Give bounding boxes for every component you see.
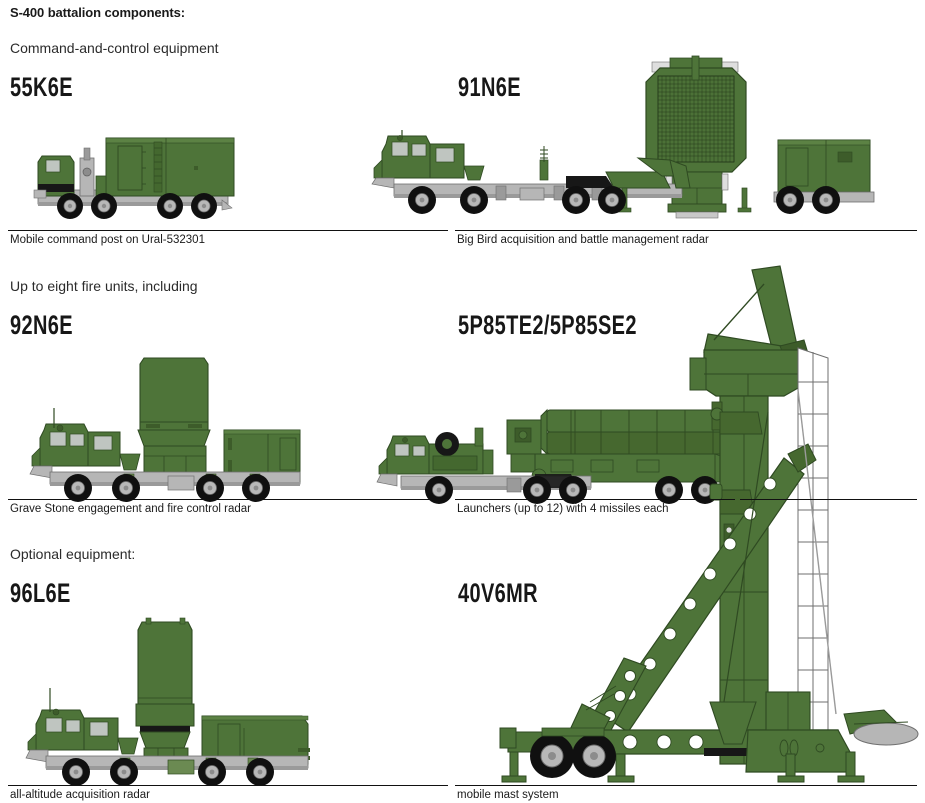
caption-91n6e: Big Bird acquisition and battle manageme… bbox=[457, 234, 709, 246]
mast-ladder bbox=[797, 347, 829, 733]
model-name-96l6e: 96L6E bbox=[10, 578, 71, 608]
vehicle-illustration-96l6e bbox=[22, 608, 322, 786]
page-title: S-400 battalion components: bbox=[10, 5, 185, 20]
divider-row1-left bbox=[8, 230, 448, 231]
divider-row3-right bbox=[455, 785, 917, 786]
caption-92n6e: Grave Stone engagement and fire control … bbox=[10, 503, 252, 515]
vehicle-illustration-5p85te2 bbox=[375, 398, 735, 506]
caption-40v6mr: mobile mast system bbox=[457, 789, 559, 801]
divider-row2-left bbox=[8, 499, 448, 500]
model-name-55k6e: 55K6E bbox=[10, 72, 73, 102]
divider-row1-right bbox=[455, 230, 917, 231]
divider-row2-right-tail bbox=[740, 499, 917, 500]
model-name-5p85te2: 5P85TE2/5P85SE2 bbox=[458, 310, 637, 340]
divider-row3-left bbox=[8, 785, 448, 786]
vehicle-illustration-91n6e bbox=[370, 48, 890, 230]
caption-5p85te2: Launchers (up to 12) with 4 missiles eac… bbox=[457, 503, 669, 515]
section-label-command: Command-and-control equipment bbox=[10, 40, 219, 56]
vehicle-illustration-92n6e bbox=[28, 352, 308, 502]
vehicle-illustration-40v6mr bbox=[498, 262, 923, 783]
divider-row2-right bbox=[455, 499, 735, 500]
section-label-optional: Optional equipment: bbox=[10, 546, 136, 562]
model-name-91n6e: 91N6E bbox=[458, 72, 521, 102]
caption-96l6e: all-altitude acquisition radar bbox=[10, 789, 150, 801]
phased-array-panel bbox=[645, 55, 747, 173]
model-name-92n6e: 92N6E bbox=[10, 310, 73, 340]
model-name-40v6mr: 40V6MR bbox=[458, 578, 538, 608]
caption-55k6e: Mobile command post on Ural-532301 bbox=[10, 234, 205, 246]
section-label-fire: Up to eight fire units, including bbox=[10, 278, 198, 294]
vehicle-illustration-55k6e bbox=[8, 128, 258, 228]
